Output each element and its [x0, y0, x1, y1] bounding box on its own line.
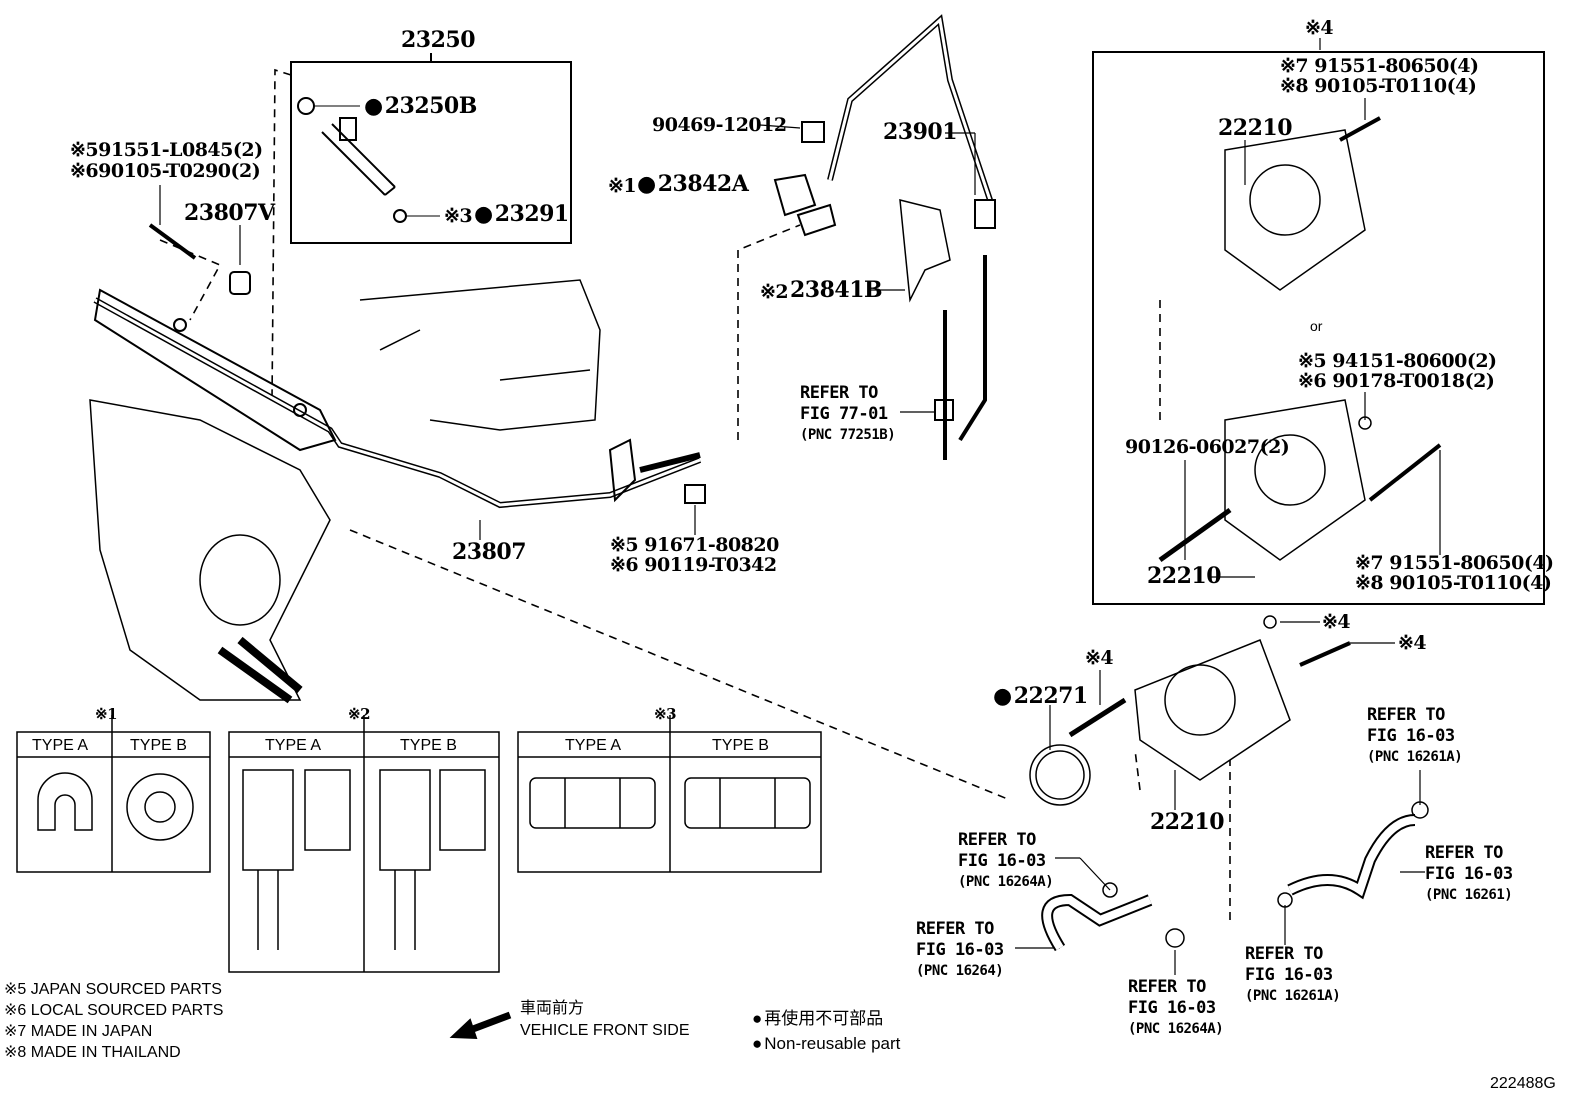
nut-note-4: ※4: [1322, 611, 1351, 633]
type-table-2-b: TYPE B: [400, 737, 457, 754]
ref-16261A-bottom: REFER TO FIG 16-03 (PNC 16261A): [1245, 944, 1341, 1007]
box4-nut-2: ※6 90178-T0018(2): [1298, 370, 1495, 392]
box4-bolt-4: ※8 90105-T0110(4): [1355, 572, 1552, 594]
type-table-2-a: TYPE A: [265, 737, 322, 754]
ref-line: FIG 16-03: [1425, 864, 1513, 884]
ref-pnc: (PNC 16264A): [1128, 1021, 1224, 1037]
note-5: ※5 JAPAN SOURCED PARTS: [4, 981, 222, 998]
part-23807: 23807: [452, 539, 527, 565]
ref-16264A-top: REFER TO FIG 16-03 (PNC 16264A): [958, 830, 1054, 893]
ref-16264A-bottom: REFER TO FIG 16-03 (PNC 16264A): [1128, 977, 1224, 1040]
ref-16261A-top: REFER TO FIG 16-03 (PNC 16261A): [1367, 705, 1463, 768]
legend-non-reusable-jp: 再使用不可部品: [752, 1009, 883, 1029]
note-23841B: ※2: [760, 281, 789, 303]
bolt-23807-1: ※5 91671-80820: [610, 534, 779, 556]
figure-id: 222488G: [1490, 1075, 1556, 1092]
part-22271: 22271: [993, 685, 1089, 707]
box4-or: or: [1310, 318, 1323, 334]
ref-fig-77-01: REFER TO FIG 77-01 (PNC 77251B): [800, 383, 896, 446]
ref-pnc: (PNC 16261): [1425, 887, 1513, 903]
box4-bolt-3: ※7 91551-80650(4): [1355, 552, 1554, 574]
ref-line: REFER TO: [800, 383, 878, 403]
part-23291: 23291: [474, 203, 570, 225]
part-23250B: 23250B: [364, 95, 478, 117]
type-table-3-b: TYPE B: [712, 737, 769, 754]
ref-pnc: (PNC 77251B): [800, 427, 896, 443]
ref-line: REFER TO: [958, 830, 1036, 850]
box4-bolt-2: ※8 90105-T0110(4): [1280, 75, 1477, 97]
box4-part-22210-bottom: 22210: [1147, 563, 1222, 589]
box4-bolt-1: ※7 91551-80650(4): [1280, 55, 1479, 77]
ref-line: FIG 16-03: [1128, 998, 1216, 1018]
part-23250: 23250: [401, 27, 476, 53]
note-7: ※7 MADE IN JAPAN: [4, 1023, 153, 1040]
ref-pnc: (PNC 16264): [916, 963, 1004, 979]
part-22210: 22210: [1150, 809, 1225, 835]
box4-nut-1: ※5 94151-80600(2): [1298, 350, 1497, 372]
note-6: ※6 LOCAL SOURCED PARTS: [4, 1002, 224, 1019]
ref-pnc: (PNC 16261A): [1367, 749, 1463, 765]
part-23807V: 23807V: [184, 200, 275, 226]
ref-16261: REFER TO FIG 16-03 (PNC 16261): [1425, 843, 1513, 906]
ref-16264: REFER TO FIG 16-03 (PNC 16264): [916, 919, 1004, 982]
ref-line: REFER TO: [1128, 977, 1206, 997]
ref-line: REFER TO: [1245, 944, 1323, 964]
vehicle-front-jp: 車両前方: [520, 1000, 585, 1017]
box4-stud: 90126-06027(2): [1125, 436, 1290, 458]
bolt-23807V-1: ※591551-L0845(2): [70, 139, 263, 161]
type-table-1-note: ※1: [95, 705, 118, 723]
type-table-2-note: ※2: [348, 705, 371, 723]
bolt-note-4: ※4: [1398, 632, 1427, 654]
part-90469: 90469-12012: [652, 114, 787, 136]
box4-note: ※4: [1305, 17, 1334, 39]
bolt-23807V-2: ※690105-T0290(2): [70, 160, 261, 182]
ref-line: FIG 16-03: [1245, 965, 1333, 985]
ref-line: FIG 16-03: [1367, 726, 1455, 746]
note-8: ※8 MADE IN THAILAND: [4, 1044, 181, 1061]
ref-line: REFER TO: [1367, 705, 1445, 725]
type-table-3-note: ※3: [654, 705, 677, 723]
ref-line: REFER TO: [916, 919, 994, 939]
ref-pnc: (PNC 16261A): [1245, 988, 1341, 1004]
note-23842A: ※1: [608, 175, 637, 197]
type-table-3-a: TYPE A: [565, 737, 622, 754]
bolt-23807-2: ※6 90119-T0342: [610, 554, 777, 576]
ref-line: REFER TO: [1425, 843, 1503, 863]
box4-part-22210-top: 22210: [1218, 115, 1293, 141]
ref-line: FIG 77-01: [800, 404, 888, 424]
type-table-1-a: TYPE A: [32, 737, 89, 754]
part-23901: 23901: [883, 119, 958, 145]
throttle-options-box: [1092, 51, 1545, 605]
part-23842A: 23842A: [637, 173, 749, 195]
stud-note-4: ※4: [1085, 647, 1114, 669]
vehicle-front-en: VEHICLE FRONT SIDE: [520, 1022, 690, 1039]
ref-line: FIG 16-03: [916, 940, 1004, 960]
ref-line: FIG 16-03: [958, 851, 1046, 871]
note-23291: ※3: [444, 205, 473, 227]
type-table-1-b: TYPE B: [130, 737, 187, 754]
part-23841B: 23841B: [790, 277, 883, 303]
ref-pnc: (PNC 16264A): [958, 874, 1054, 890]
legend-non-reusable-en: Non-reusable part: [752, 1034, 900, 1054]
